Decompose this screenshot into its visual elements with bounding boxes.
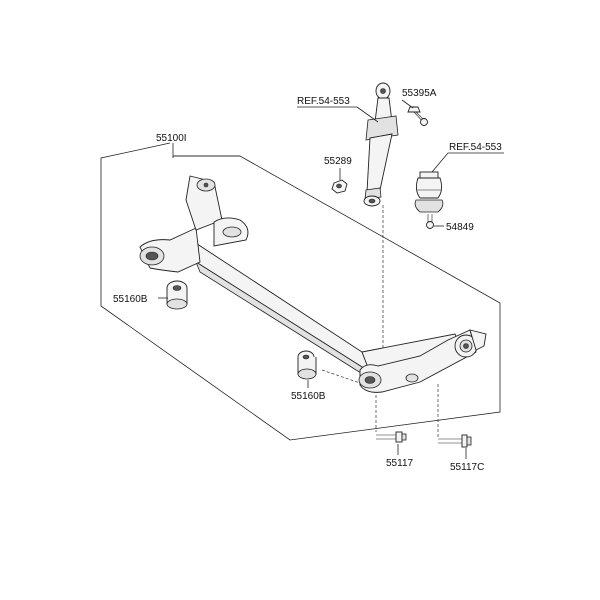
shock-absorber [363,82,399,207]
bolt-55395A [407,106,428,126]
label-55100I: 55100I [156,133,187,144]
bolt-54849 [426,214,434,229]
assembly-frame-outline [100,142,501,441]
bushing-left [166,280,188,310]
bump-stopper [414,171,444,213]
label-ref-left: REF.54-553 [297,96,350,107]
leader-ref-left-arrow [356,106,379,123]
label-55160B-left: 55160B [113,294,148,305]
label-55117: 55117 [386,458,414,469]
nut-55289 [331,179,348,194]
left-trailing-arm [139,175,249,273]
label-ref-right: REF.54-553 [449,142,502,153]
bolt-55117C [438,434,472,448]
label-55395A: 55395A [402,88,437,99]
label-55160B-bottom: 55160B [291,391,326,402]
label-55289: 55289 [324,156,352,167]
bolt-55117 [376,431,407,443]
bushing-bottom [297,350,317,380]
leader-55395A [401,99,414,109]
right-trailing-arm [358,329,487,393]
dash-bushing-bottom [321,369,361,384]
label-55117C: 55117C [450,462,484,473]
leader-ref-right-arrow [431,152,449,173]
label-54849: 54849 [446,222,474,233]
